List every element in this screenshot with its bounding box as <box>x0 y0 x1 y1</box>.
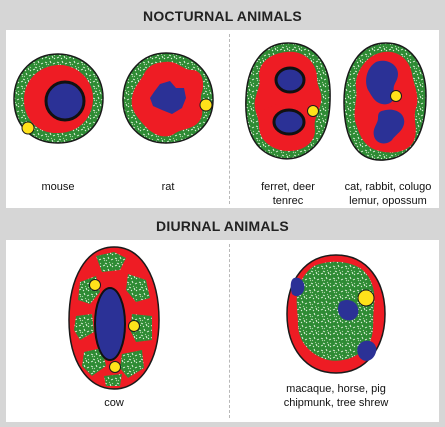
macaque-nucleolus <box>357 289 375 307</box>
cow-heterochromatin-patch-4 <box>74 314 94 340</box>
macaque-caption: macaque, horse, pig chipmunk, tree shrew <box>276 382 396 410</box>
cow-caption-line1: cow <box>104 397 124 409</box>
rat-nucleolus <box>199 98 213 112</box>
mouse-caption: mouse <box>8 180 108 194</box>
cat-caption: cat, rabbit, colugo lemur, opossum <box>334 180 442 208</box>
cow-heterochromatin-patch-3 <box>126 274 150 302</box>
macaque-heterochromatin <box>296 261 375 361</box>
cow-nucleus <box>68 246 160 390</box>
ferret-caption-line2: tenrec <box>272 195 304 207</box>
ferret-red-bridge <box>255 97 277 110</box>
macaque-chromocenter-center <box>338 300 359 321</box>
diurnal-section-title: DIURNAL ANIMALS <box>156 218 289 234</box>
rat-chromocenter <box>150 81 186 114</box>
ferret-caption-line1: ferret, deer <box>261 181 315 193</box>
ferret-nucleolus <box>307 105 319 117</box>
ferret-nucleus <box>245 42 331 160</box>
cow-heterochromatin-patch-7 <box>120 350 144 378</box>
cat-chromocenter-upper <box>366 60 398 105</box>
cow-heterochromatin-patch-1 <box>96 252 126 272</box>
diurnal-divider <box>229 244 230 418</box>
macaque-caption-line1: macaque, horse, pig <box>286 383 386 395</box>
macaque-nucleus <box>286 254 386 374</box>
cow-caption: cow <box>64 396 164 410</box>
ferret-caption: ferret, deer tenrec <box>240 180 336 208</box>
mouse-caption-line1: mouse <box>41 181 75 193</box>
cat-nucleus <box>343 42 427 161</box>
macaque-chromocenter-left <box>290 277 305 297</box>
mouse-chromocenter <box>44 80 86 122</box>
ferret-chromocenter-top <box>274 66 306 94</box>
cow-heterochromatin-patch-8 <box>104 374 122 386</box>
cow-nucleolus-bottom <box>109 361 121 373</box>
nocturnal-section-title: NOCTURNAL ANIMALS <box>143 8 302 24</box>
macaque-chromocenter-lower-right <box>357 340 377 361</box>
cat-chromocenter-lower <box>373 109 405 144</box>
mouse-nucleus <box>13 53 104 144</box>
rat-caption: rat <box>118 180 218 194</box>
macaque-caption-line2: chipmunk, tree shrew <box>283 397 389 409</box>
rat-caption-line1: rat <box>161 181 175 193</box>
cat-caption-line2: lemur, opossum <box>349 195 427 207</box>
cat-nucleolus <box>390 90 402 102</box>
cow-nucleolus-right <box>128 320 140 332</box>
ferret-chromocenter-bottom <box>272 108 306 136</box>
nocturnal-divider <box>229 34 230 204</box>
mouse-nucleolus <box>21 121 35 135</box>
cow-chromocenter <box>94 287 126 361</box>
cow-nucleolus-top <box>89 279 101 291</box>
cow-heterochromatin-patch-6 <box>82 348 106 376</box>
rat-nucleus <box>122 52 214 144</box>
cat-caption-line1: cat, rabbit, colugo <box>344 181 432 193</box>
